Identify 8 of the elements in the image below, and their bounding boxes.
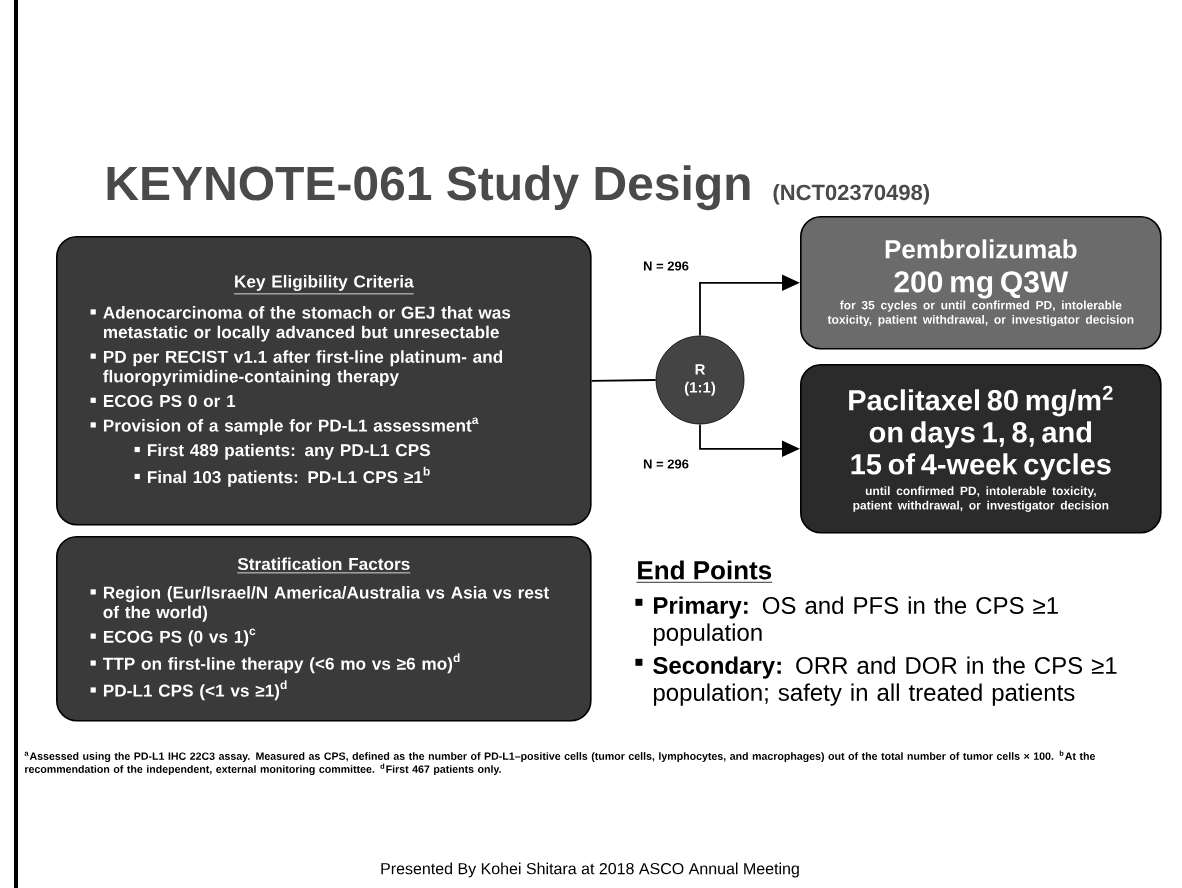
title: KEYNOTE-061 Study Design [107, 165, 750, 211]
criteria-box: Key Eligibility Criteria Adenocarcinoma of the stomach or GEJ that was metastatic or locally advanced but unresectable PD per RECIST v1.1 after first-line platinum- and fluoropyrimidine-containing therapy ECOG PS 0 or 1 Provision of a sample for PD-L1 assessment$^{a}$ First 489 patients: any PD-L1 CPS Final 103 patients: PD-L1 CPS ≥1$^{b}$ [56, 236, 592, 526]
bullet-item: Secondary: ORR and DOR in the CPS ≥1 population; safety in all treated patients [635, 656, 1117, 706]
caption: Presented By Kohei Shitara at 2018 ASCO Annual Meeting [381, 862, 799, 878]
connector-line [590, 379, 657, 382]
section-heading: End Points [636, 560, 773, 583]
bullet-item: Primary: OS and PFS in the CPS ≥1 population [635, 596, 1058, 646]
criteria-box: Stratification Factors Region (Eur/Israel/N America/Australia vs Asia vs rest of the world) ECOG PS (0 vs 1)$^{c}$ TTP on first-line therapy (<6 mo vs ≥6 mo)$^{d}$ PD-L1 CPS (<1 vs ≥1)$^{d}$ [56, 536, 592, 722]
